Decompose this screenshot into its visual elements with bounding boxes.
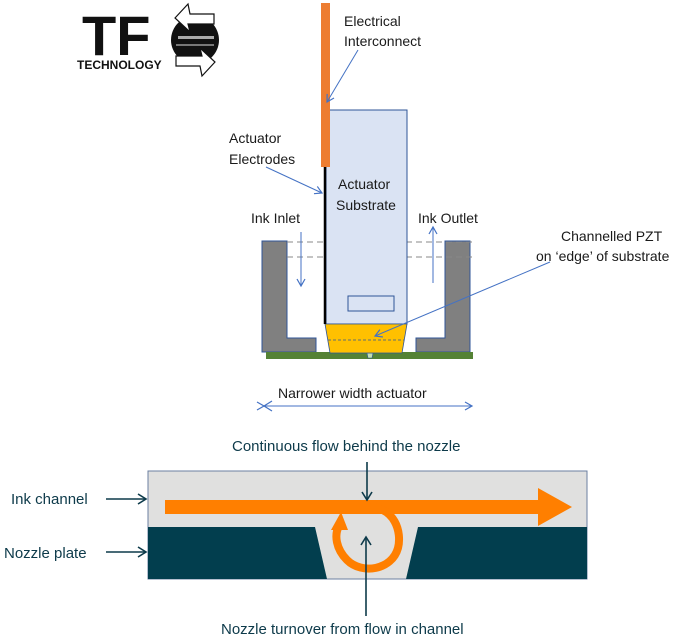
label-continuous-flow: Continuous flow behind the nozzle — [232, 438, 461, 455]
label-interconnect: Interconnect — [344, 33, 421, 49]
label-nozzle-turnover: Nozzle turnover from flow in channel — [221, 621, 464, 638]
nozzle-plate-right — [406, 527, 587, 579]
logo-subtitle: TECHNOLOGY — [77, 58, 162, 72]
label-actuator-substrate-1: Actuator — [338, 176, 390, 192]
turnover-loop — [332, 503, 403, 573]
actuator-substrate — [325, 109, 408, 325]
label-ink-outlet: Ink Outlet — [418, 210, 478, 226]
channelled-pzt — [324, 323, 408, 354]
label-channelled-pzt-2: on ‘edge’ of substrate — [536, 248, 670, 264]
nozzle-plate-left — [148, 527, 327, 579]
ink-level-lines — [287, 241, 472, 258]
right-ink-wall — [415, 240, 471, 353]
logo-letters: TF — [82, 4, 150, 67]
recycle-arrows-icon — [171, 2, 219, 78]
electrodes-callout-arrow — [265, 166, 324, 195]
interconnect-callout-arrow — [326, 49, 359, 104]
nozzle-flow-diagram: Continuous flow behind the nozzle Ink ch… — [4, 438, 588, 638]
label-ink-channel: Ink channel — [11, 491, 88, 508]
label-actuator-electrodes-1: Actuator — [229, 130, 281, 146]
label-narrower-width: Narrower width actuator — [278, 385, 427, 401]
nozzle-hole — [366, 352, 374, 359]
actuator-cross-section: Electrical Interconnect Actuator Electro… — [229, 3, 670, 412]
label-nozzle-plate: Nozzle plate — [4, 545, 87, 562]
label-electrical: Electrical — [344, 13, 401, 29]
label-ink-inlet: Ink Inlet — [251, 210, 300, 226]
turnover-arrowhead — [331, 512, 348, 530]
label-actuator-electrodes-2: Electrodes — [229, 151, 295, 167]
pzt-callout-arrow — [373, 261, 551, 338]
label-channelled-pzt-1: Channelled PZT — [561, 228, 663, 244]
substrate-window — [347, 295, 395, 312]
electrical-interconnect — [321, 3, 330, 167]
company-logo: TF TECHNOLOGY — [77, 2, 219, 78]
label-actuator-substrate-2: Substrate — [336, 197, 396, 213]
left-ink-wall — [261, 240, 317, 353]
